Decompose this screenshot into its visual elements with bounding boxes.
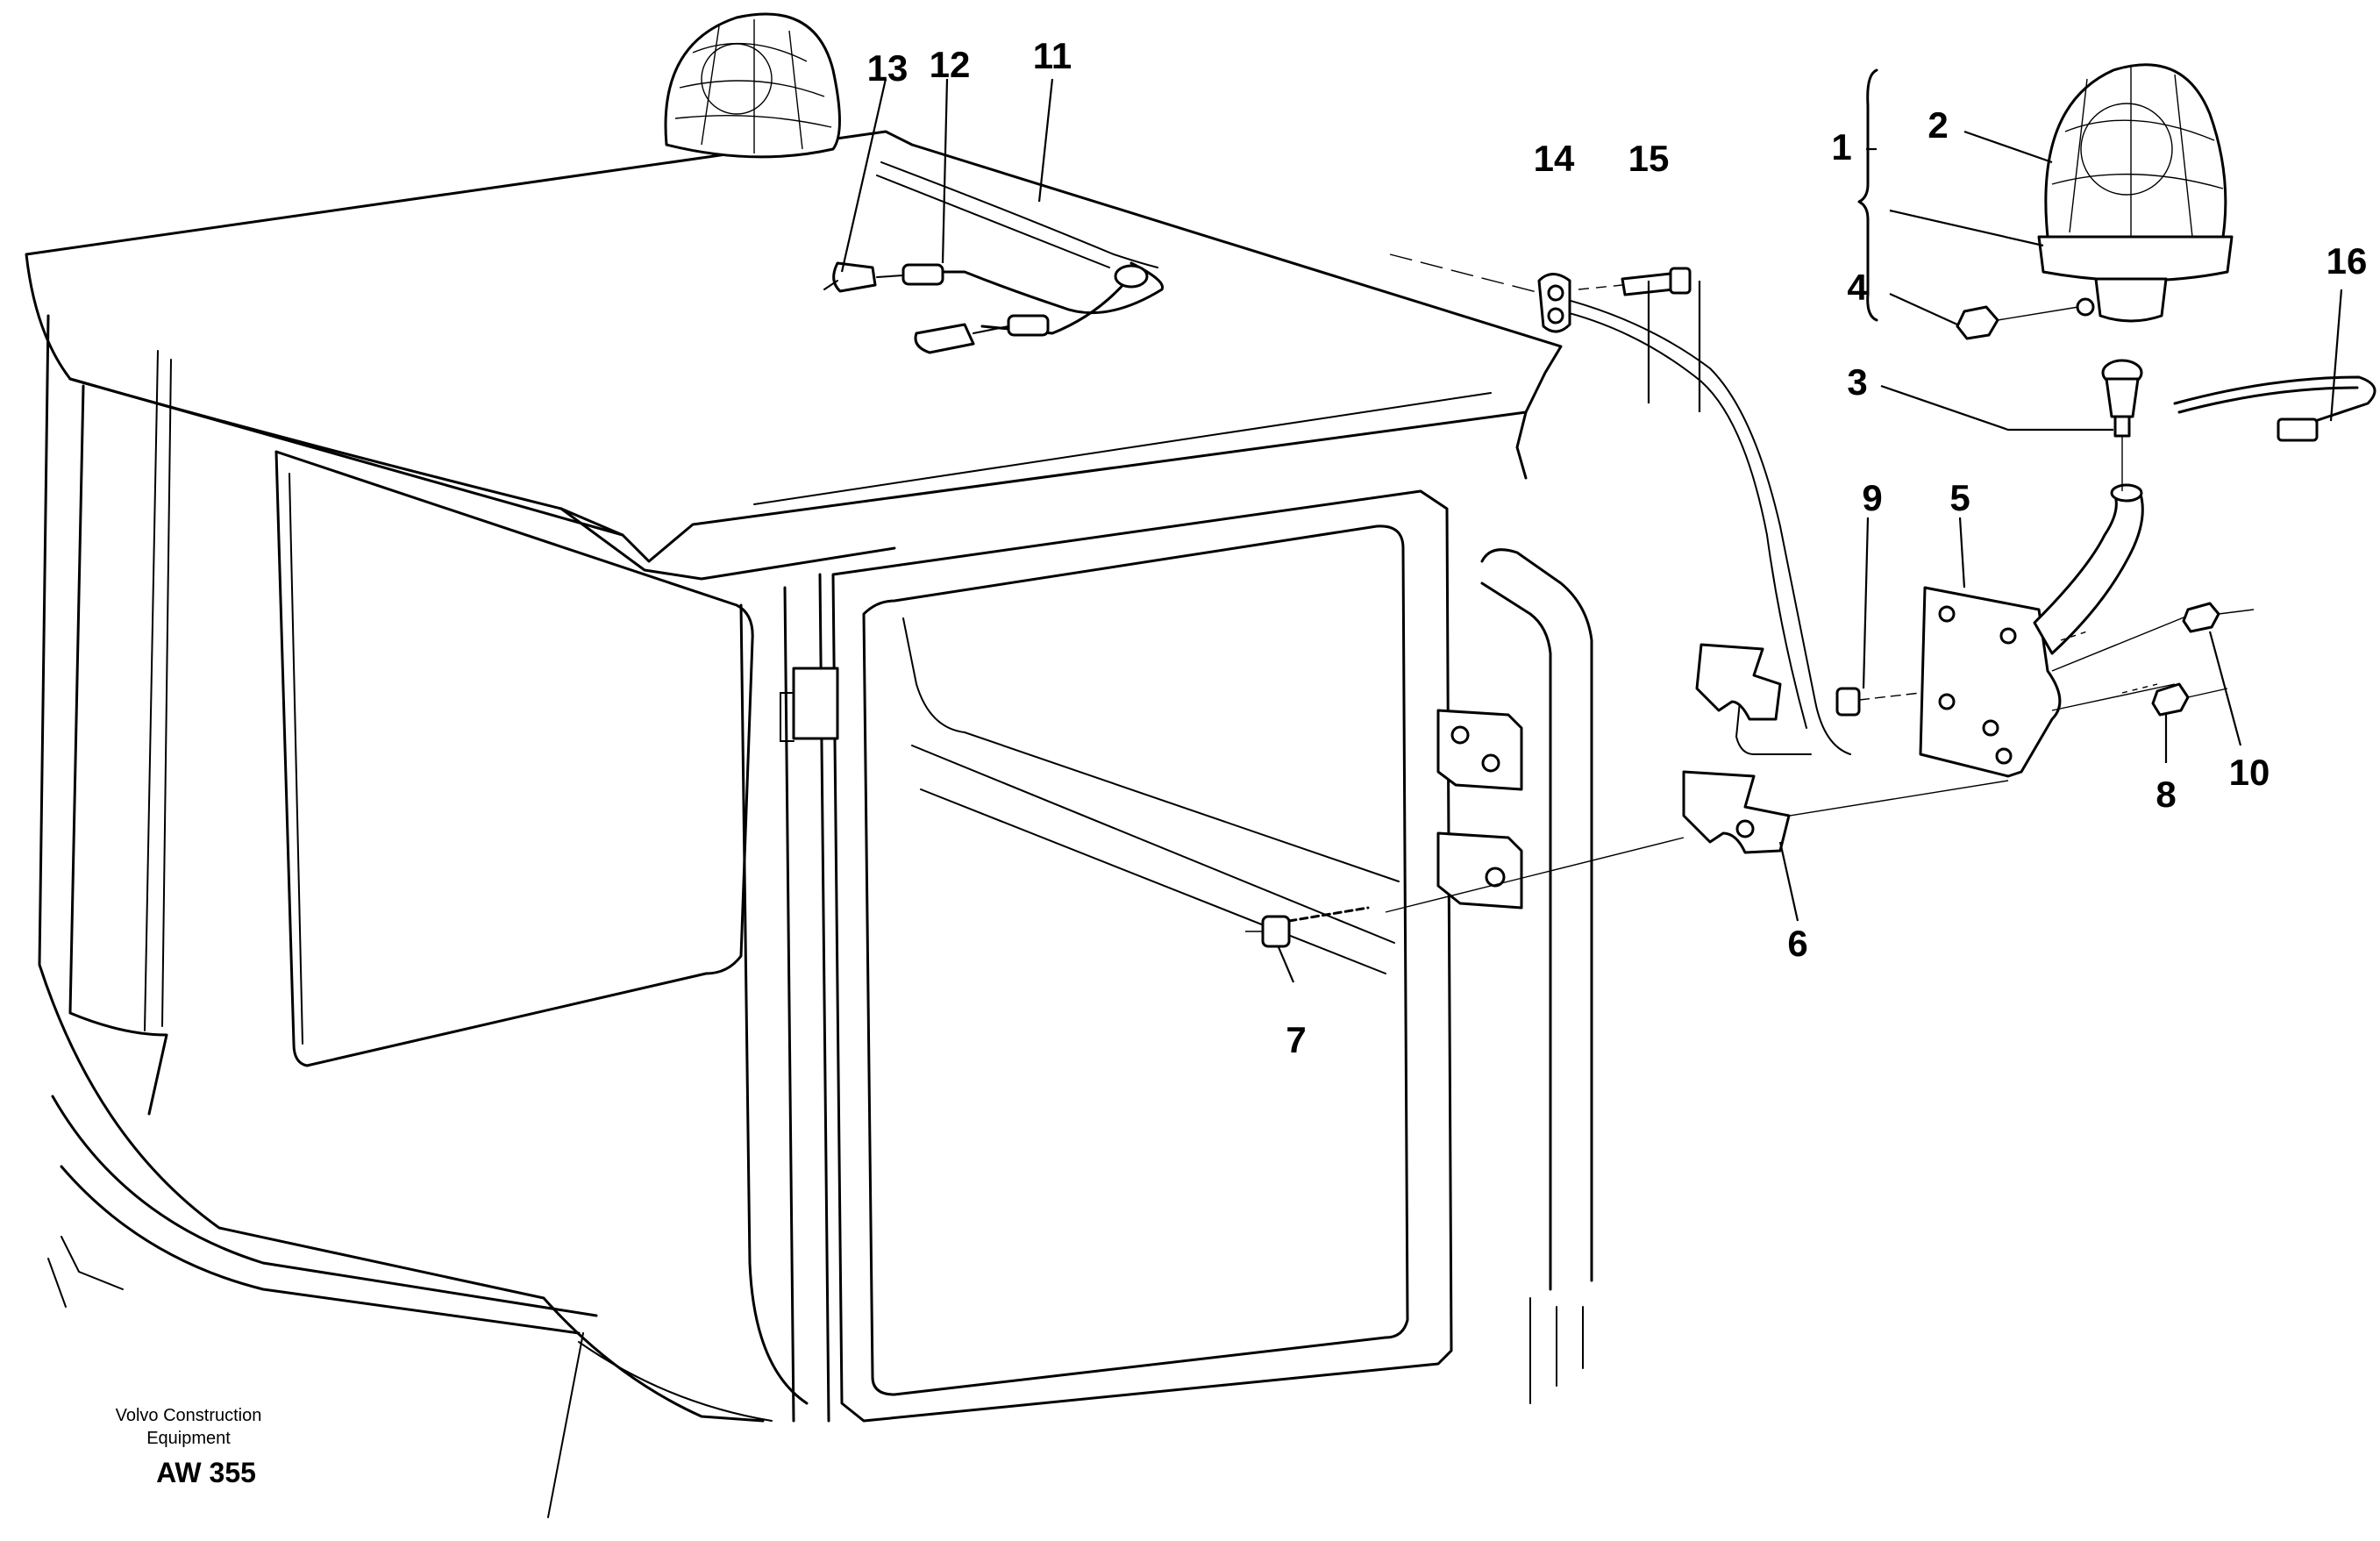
beacon-assembly bbox=[1857, 63, 2234, 491]
beacon-cable bbox=[1389, 253, 1851, 755]
caption: Volvo Construction Equipment AW 355 bbox=[116, 1406, 262, 1488]
roof-wiring bbox=[823, 161, 1165, 354]
callout-2: 2 bbox=[1928, 104, 1948, 146]
callout-11: 11 bbox=[1033, 35, 1072, 76]
callout-9: 9 bbox=[1862, 477, 1882, 518]
cab-beacon-icon bbox=[664, 12, 841, 159]
callout-6: 6 bbox=[1787, 923, 1807, 964]
callout-4: 4 bbox=[1847, 267, 1868, 308]
callout-labels: 1 2 3 4 5 6 7 8 9 10 11 12 13 14 15 16 bbox=[867, 35, 2368, 1060]
caption-drawing-code: AW 355 bbox=[156, 1457, 256, 1488]
callout-5: 5 bbox=[1949, 477, 1970, 518]
callout-8: 8 bbox=[2156, 774, 2176, 815]
cable-tie-icon bbox=[2173, 375, 2376, 442]
callout-1: 1 bbox=[1831, 126, 1851, 168]
caption-maker-line2: Equipment bbox=[146, 1429, 231, 1448]
callout-3: 3 bbox=[1847, 361, 1867, 403]
leader-lines bbox=[840, 78, 2343, 983]
callout-7: 7 bbox=[1286, 1019, 1306, 1060]
caption-maker-line1: Volvo Construction bbox=[116, 1406, 262, 1425]
callout-16: 16 bbox=[2327, 240, 2368, 282]
callout-15: 15 bbox=[1628, 138, 1670, 179]
callout-10: 10 bbox=[2229, 752, 2270, 793]
callout-12: 12 bbox=[930, 44, 971, 85]
callout-14: 14 bbox=[1534, 138, 1575, 179]
cab-body bbox=[25, 130, 1593, 1518]
mounting-bracket bbox=[1245, 483, 2255, 948]
callout-13: 13 bbox=[867, 47, 909, 89]
